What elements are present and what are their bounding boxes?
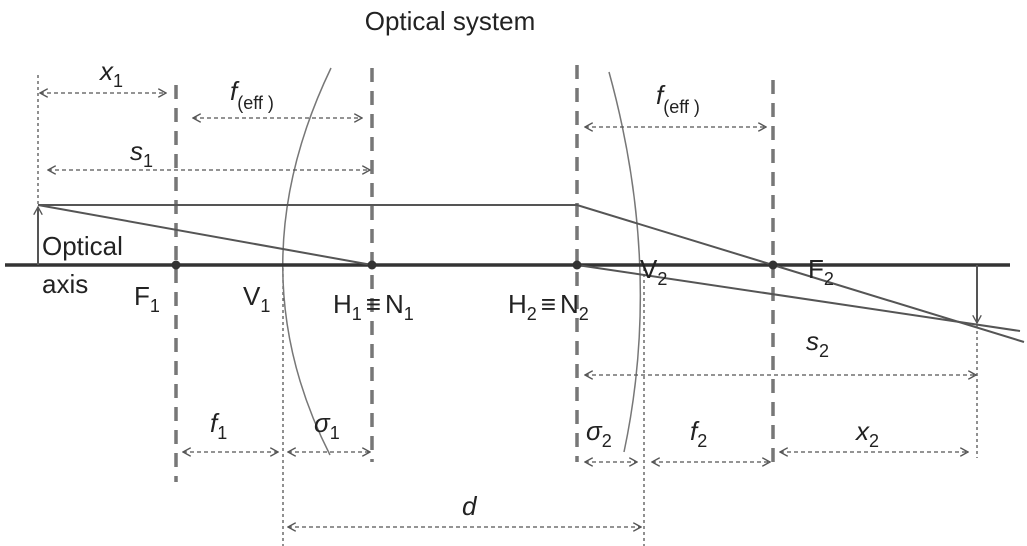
axis-label-line1: Optical: [42, 231, 123, 261]
point-h1: [367, 260, 377, 270]
diagram-title: Optical system: [365, 6, 536, 36]
label-x2: x2: [854, 416, 879, 451]
label-feff-left: f(eff ): [230, 76, 274, 113]
ray-nodal-in: [37, 204, 373, 266]
lens-surface-1: [282, 67, 332, 456]
label-d: d: [462, 491, 478, 521]
label-s1: s1: [130, 136, 153, 171]
ray-nodal-out: [576, 264, 1021, 332]
label-feff-right: f(eff ): [656, 80, 700, 117]
label-sigma2: σ2: [586, 416, 612, 451]
ray-parallel: [38, 204, 1025, 343]
label-V1: V1: [243, 281, 270, 316]
label-s2: s2: [806, 326, 829, 361]
label-H1-N1: H1≡N1: [333, 289, 414, 324]
label-x1: x1: [98, 56, 123, 91]
label-sigma1: σ1: [314, 408, 340, 443]
label-f1: f1: [210, 408, 227, 443]
label-F1: F1: [134, 281, 160, 316]
axis-label-line2: axis: [42, 269, 88, 299]
label-f2: f2: [690, 416, 707, 451]
point-h2: [572, 260, 582, 270]
label-H2-N2: H2≡N2: [508, 289, 589, 324]
label-V2: V2: [640, 254, 667, 289]
point-f2: [768, 260, 778, 270]
label-F2: F2: [808, 254, 834, 289]
point-f1: [171, 260, 181, 270]
lens-surface-2: [608, 71, 642, 453]
